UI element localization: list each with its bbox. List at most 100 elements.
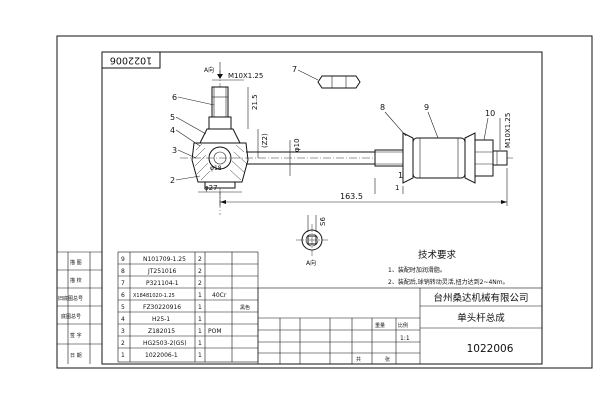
svg-text:9: 9	[121, 256, 125, 263]
left-label-column	[57, 251, 102, 364]
balloon-6: 6	[172, 93, 177, 102]
svg-text:JT251016: JT251016	[147, 268, 177, 275]
svg-text:2: 2	[198, 268, 202, 275]
svg-text:3: 3	[121, 328, 125, 335]
svg-text:5: 5	[121, 304, 125, 311]
dimensions-left: M10X1.25 A向 21.5 (Z2) φ18 φ27	[198, 62, 269, 193]
drawing-number: 1022006	[467, 343, 514, 355]
svg-text:4: 4	[121, 316, 125, 323]
label-dim-phi10: φ10	[293, 138, 301, 152]
bom-row-8: 8 JT251016 2	[121, 268, 202, 275]
bom-row-3: 3 Z182015 1 POM	[121, 328, 222, 335]
label-dim-s6: S6	[319, 217, 327, 226]
dust-boot	[199, 128, 241, 144]
svg-text:N101709-1.25: N101709-1.25	[143, 256, 186, 263]
label-dim-163-5: 163.5	[340, 192, 363, 201]
balloon-1: 1	[398, 171, 403, 180]
balloon-3: 3	[172, 146, 177, 155]
rod-thread-section	[374, 149, 406, 167]
svg-text:X18481020-1.25: X18481020-1.25	[133, 293, 175, 299]
label-thread-top: M10X1.25	[228, 72, 263, 80]
svg-text:1: 1	[121, 352, 125, 359]
svg-text:Z182015: Z182015	[148, 328, 175, 335]
label-dim-z2: (Z2)	[261, 133, 269, 148]
balloon-9: 9	[424, 103, 429, 112]
bom-row-5: 5 FZ30220916 1 黑色	[121, 304, 250, 311]
balloon-8: 8	[380, 103, 385, 112]
svg-text:FZ30220916: FZ30220916	[143, 304, 181, 311]
weight-label: 重量	[375, 322, 385, 329]
label-view-a: A向	[204, 66, 214, 74]
svg-text:2: 2	[198, 256, 202, 263]
rubber-bushing	[412, 137, 466, 179]
sheet-unit-label: 张	[385, 356, 390, 363]
bom-table	[117, 251, 259, 363]
rod-right-end	[374, 132, 508, 184]
left-label-0: 描 图	[70, 259, 82, 266]
label-dim-1: 1	[395, 184, 399, 192]
svg-text:1: 1	[198, 352, 202, 359]
left-label-2: 旧底图总号	[58, 295, 83, 302]
balloon-10: 10	[485, 109, 495, 118]
svg-text:1022006-1: 1022006-1	[145, 352, 178, 359]
tech-req-item-1: 1、装配时加润滑脂。	[388, 266, 446, 274]
left-label-5: 日 期	[70, 353, 82, 359]
svg-text:HG2503-2(GS): HG2503-2(GS)	[143, 340, 187, 347]
bom-row-1: 1 1022006-1 1	[121, 352, 202, 359]
scale-label: 比例	[398, 322, 408, 329]
lock-nut	[474, 139, 494, 177]
svg-text:40Cr: 40Cr	[212, 292, 227, 299]
bom-row-6: 6 X18481020-1.25 1 40Cr	[121, 292, 227, 299]
tech-req-item-2: 2、装配后,球销转动灵活,扭力达到2~4Nm。	[388, 278, 509, 286]
svg-text:1: 1	[198, 340, 202, 347]
balloon-4: 4	[170, 126, 175, 135]
sheet-total-label: 共	[356, 356, 361, 363]
tech-requirements: 技术要求 1、装配时加润滑脂。 2、装配后,球销转动灵活,扭力达到2~4Nm。	[388, 249, 509, 286]
bom-row-9: 9 N101709-1.25 2	[121, 256, 202, 263]
label-view-a-bottom: A向	[306, 259, 316, 267]
label-dim-phi18: φ18	[210, 165, 222, 172]
corner-code: 1022006	[110, 55, 152, 66]
svg-text:2: 2	[198, 280, 202, 287]
balloon-2: 2	[170, 176, 175, 185]
tech-req-title: 技术要求	[418, 249, 457, 261]
bom-row-4: 4 H25-1 1	[121, 316, 202, 323]
washer	[402, 132, 414, 184]
corner-code-box	[101, 51, 161, 69]
stud-thread	[211, 86, 229, 118]
svg-text:8: 8	[121, 268, 125, 275]
ball-joint-assembly	[180, 70, 515, 215]
label-dim-phi27: φ27	[204, 184, 218, 192]
svg-text:POM: POM	[208, 328, 222, 335]
svg-text:1: 1	[198, 292, 202, 299]
balloon-5: 5	[170, 113, 175, 122]
balloon-leaders	[175, 96, 489, 181]
svg-text:1: 1	[198, 316, 202, 323]
svg-text:2: 2	[121, 340, 125, 347]
hex-nut-view	[297, 69, 361, 89]
label-thread-right: M10X1.25	[504, 113, 512, 148]
svg-text:P321104-1: P321104-1	[146, 280, 179, 287]
left-label-4: 签 字	[70, 332, 82, 339]
svg-text:6: 6	[121, 292, 125, 299]
svg-text:1: 1	[198, 328, 202, 335]
bom-row-7: 7 P321104-1 2	[121, 280, 202, 287]
svg-text:7: 7	[121, 280, 125, 287]
dimensions-right: φ10 M10X1.25 1 163.5	[219, 113, 512, 206]
company-name: 台州桑达机械有限公司	[433, 292, 528, 304]
bom-row-2: 2 HG2503-2(GS) 1	[121, 340, 202, 347]
left-label-1: 描 校	[70, 277, 82, 284]
svg-text:1: 1	[198, 304, 202, 311]
svg-text:黑色: 黑色	[240, 304, 250, 311]
left-label-3: 底图总号	[61, 313, 81, 320]
scale-value: 1:1	[400, 335, 410, 342]
stud-hex	[208, 116, 232, 130]
part-name: 单头杆总成	[457, 312, 505, 324]
title-block	[257, 287, 543, 365]
balloon-7: 7	[292, 65, 297, 74]
outer-frame	[56, 35, 593, 369]
view-a-section: S6 A向	[296, 215, 328, 267]
svg-text:H25-1: H25-1	[152, 316, 170, 323]
label-dim-21-5: 21.5	[251, 94, 259, 110]
